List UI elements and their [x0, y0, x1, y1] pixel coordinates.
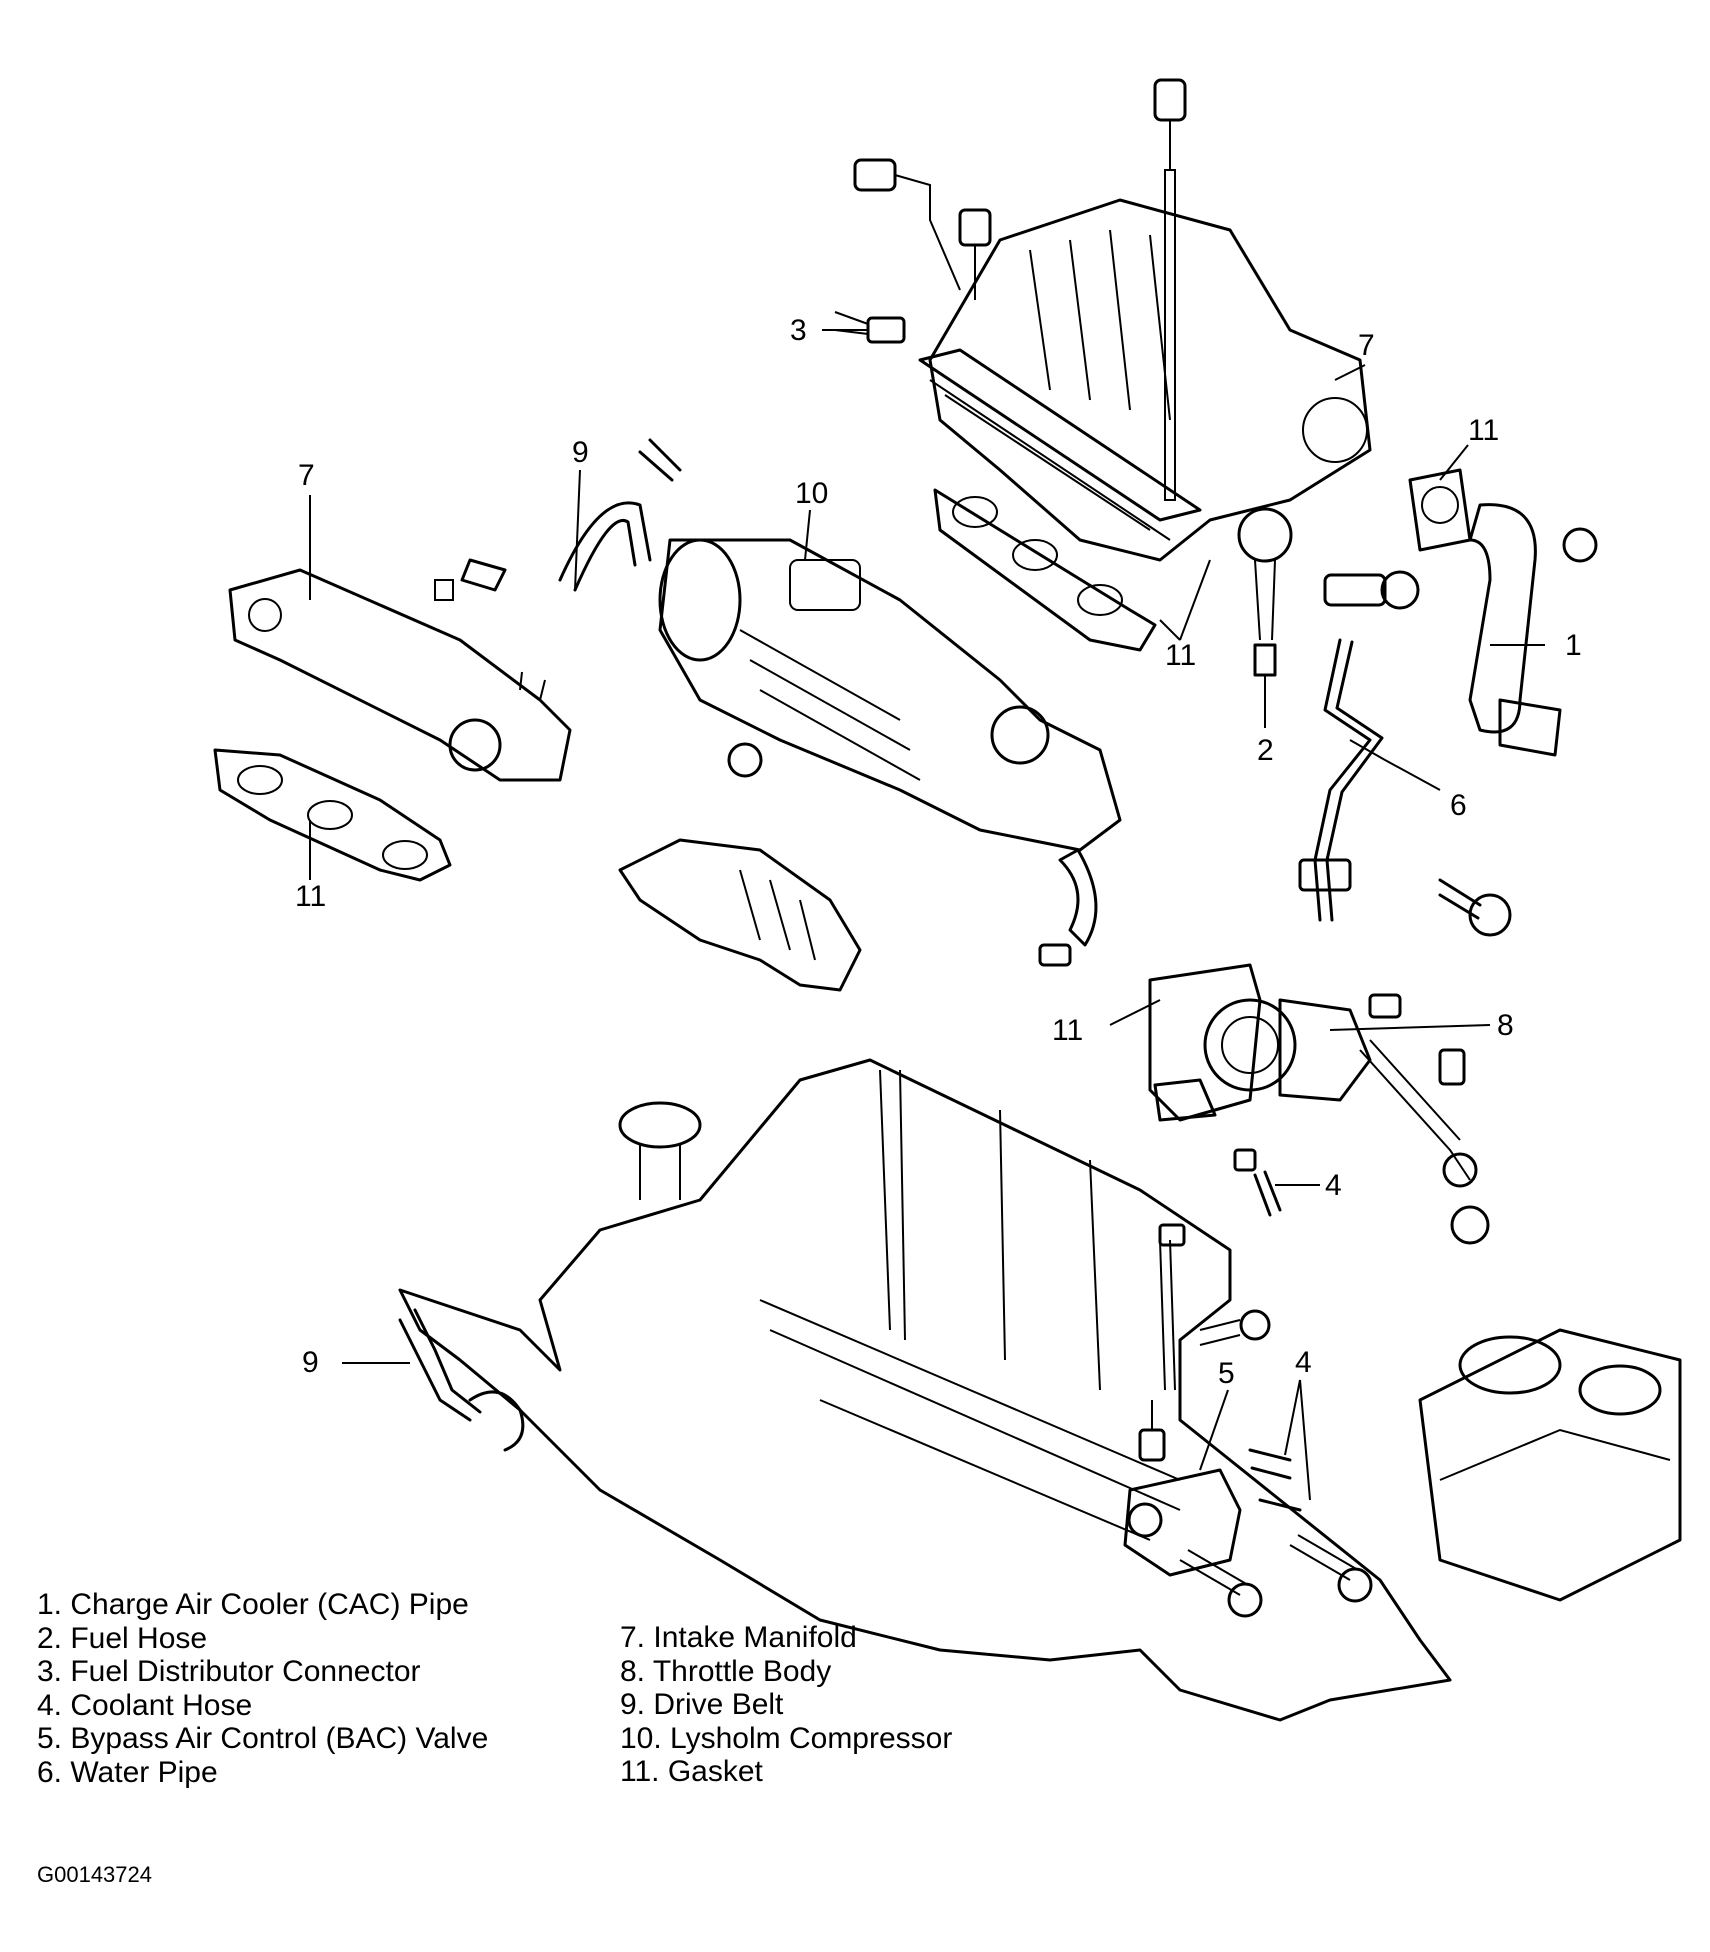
water-pipe — [1298, 638, 1512, 937]
legend-item-8: 8. Throttle Body — [620, 1654, 832, 1688]
callout-5: 5 — [1218, 1357, 1235, 1390]
coolant-hose-upper — [1233, 1148, 1282, 1217]
throttle-body — [1148, 963, 1372, 1122]
callout-10: 10 — [795, 477, 828, 510]
legend-item-11: 11. Gasket — [620, 1755, 763, 1788]
left-intake-manifold — [228, 558, 572, 782]
legend-item-6: 6. Water Pipe — [37, 1755, 218, 1789]
legend-item-7: 7. Intake Manifold — [620, 1621, 857, 1654]
legend-item-3: 3. Fuel Distributor Connector — [37, 1655, 421, 1688]
lower-bolts — [1158, 1223, 1373, 1618]
callout-1: 1 — [1565, 629, 1582, 662]
throttle-bolts — [1359, 993, 1490, 1245]
callout-9-upper: 9 — [572, 436, 589, 469]
callout-11-throttle: 11 — [1052, 1014, 1083, 1047]
left-manifold-gasket — [213, 748, 452, 882]
legend-left-column: 1. Charge Air Cooler (CAC) Pipe 2. Fuel … — [37, 1588, 488, 1789]
callout-labels: 1 2 3 4 4 5 6 7 7 8 9 9 10 11 11 11 11 — [295, 314, 1582, 1390]
manifold-bolts — [853, 78, 1187, 501]
legend-item-5: 5. Bypass Air Control (BAC) Valve — [37, 1722, 489, 1755]
heat-shield — [618, 838, 862, 992]
callout-4-lower: 4 — [1295, 1346, 1312, 1379]
legend-right-column: 7. Intake Manifold 8. Throttle Body 9. D… — [620, 1621, 952, 1789]
callout-6: 6 — [1450, 789, 1467, 822]
callout-3: 3 — [790, 314, 807, 347]
drive-belt-upper — [558, 438, 682, 592]
callout-4-upper: 4 — [1325, 1169, 1342, 1202]
legend-item-1: 1. Charge Air Cooler (CAC) Pipe — [37, 1588, 469, 1621]
engine-block — [398, 1058, 1682, 1722]
bac-valve — [1123, 1400, 1302, 1577]
legend-item-2: 2. Fuel Hose — [37, 1621, 208, 1655]
intake-manifold — [918, 198, 1372, 562]
figure-id: G00143724 — [37, 1862, 152, 1887]
callout-9-lower: 9 — [302, 1346, 319, 1379]
callout-11-top-right: 11 — [1468, 414, 1499, 447]
fuel-hose — [1237, 507, 1420, 677]
callout-7-right: 7 — [1358, 329, 1375, 362]
charge-air-cooler-pipe — [1408, 468, 1598, 757]
callout-11-left: 11 — [295, 880, 326, 913]
callout-11-manifold: 11 — [1165, 639, 1196, 672]
fuel-distributor-connector — [834, 311, 906, 344]
legend-item-10: 10. Lysholm Compressor — [620, 1721, 953, 1755]
callout-8: 8 — [1497, 1009, 1514, 1042]
bypass-hose — [1038, 848, 1098, 967]
callout-7-left: 7 — [298, 459, 315, 492]
legend-item-4: 4. Coolant Hose — [37, 1688, 253, 1722]
legend-item-9: 9. Drive Belt — [620, 1688, 784, 1721]
leader-lines — [309, 329, 1545, 1501]
callout-2: 2 — [1257, 734, 1274, 767]
lysholm-compressor — [658, 538, 1122, 852]
drive-belt-lower — [398, 1308, 525, 1452]
manifold-gasket-upper — [933, 488, 1157, 652]
